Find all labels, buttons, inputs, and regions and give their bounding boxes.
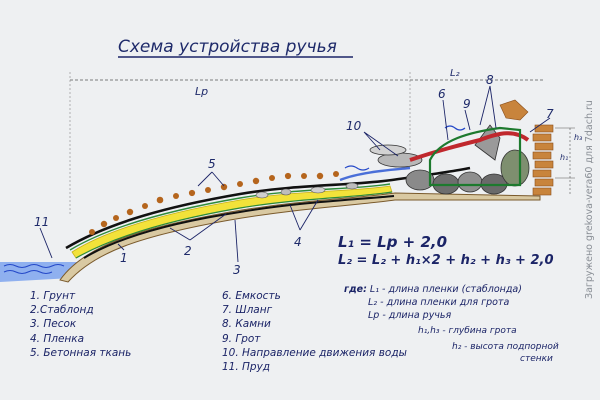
retaining-wall-bricks (532, 124, 554, 196)
definition-h2a: h₂ - высота подпорной (452, 342, 559, 352)
l2-label: L₂ (450, 68, 460, 79)
callout-10: 10 (346, 119, 362, 133)
stones-small (255, 182, 359, 199)
definition-lp: Lр - длина ручья (368, 310, 452, 321)
tank-outline (428, 126, 522, 187)
legend-item-ground: 1. Грунт (30, 290, 76, 302)
callout-11: 11 (34, 215, 49, 229)
formula-l1: L₁ = Lр + 2,0 (338, 233, 448, 251)
legend-item-grotto: 9. Грот (222, 332, 261, 345)
leader-lines (39, 85, 551, 263)
legend-item-film: 4. Пленка (30, 332, 85, 345)
film-layer-lower (83, 195, 395, 259)
callout-6: 6 (438, 87, 446, 101)
flow-wave (344, 165, 370, 171)
stablond-bottom (75, 191, 393, 259)
pond-wave (3, 264, 65, 268)
hose (409, 131, 530, 162)
top-brick (499, 99, 529, 121)
grotto-stones (369, 124, 530, 195)
legend-item-hose: 7. Шланг (222, 304, 273, 317)
legend-item-tank: 6. Емкость (222, 290, 281, 302)
callout-7: 7 (546, 107, 554, 121)
legend-right: 6. Емкость 7. Шланг 8. Камни 9. Грот 10.… (222, 290, 407, 375)
callout-8: 8 (486, 73, 494, 87)
h3-label: h₃ (574, 133, 582, 142)
soil-crumbs (89, 171, 339, 235)
watermark: Загружено grekova-vera60 для 7dach.ru (584, 100, 595, 300)
diagram-title: Схема устройства ручья (118, 37, 337, 57)
callout-4: 4 (294, 235, 302, 249)
legend-item-flow-direction: 10. Направление движения воды (222, 346, 407, 359)
callout-9: 9 (463, 97, 471, 111)
ground-soil (59, 192, 541, 283)
definitions: где: L₁ - длина пленки (стаблонда) L₂ - … (344, 283, 522, 322)
definition-l2: L₂ - длина пленки для грота (368, 297, 510, 308)
stream-water (339, 166, 411, 182)
legend-item-stones: 8. Камни (222, 318, 271, 331)
definition-h2b: стенки (520, 354, 553, 364)
callout-3: 3 (233, 263, 241, 277)
definition-l1: L₁ - длина пленки (стаблонда) (369, 284, 522, 295)
callout-1: 1 (120, 251, 128, 265)
legend-left: 1. Грунт 2.Стаблонд 3. Песок 4. Пленка 5… (30, 290, 131, 361)
definition-h1h3: h₁,h₃ - глубина грота (418, 326, 517, 336)
legend-item-sand: 3. Песок (30, 318, 77, 331)
callout-5: 5 (208, 157, 216, 171)
lp-label: Lр (195, 85, 208, 98)
definition-where: где: (344, 284, 367, 295)
legend-item-stablond: 2.Стаблонд (30, 304, 94, 317)
tank-water (444, 125, 466, 131)
formula-l2: L₂ = L₂ + h₁×2 + h₂ + h₃ + 2,0 (338, 253, 554, 268)
legend-item-pond: 11. Пруд (222, 360, 271, 373)
h1-label: h₁ (560, 153, 568, 162)
pond-wave (3, 270, 53, 274)
legend-item-concrete-cloth: 5. Бетонная ткань (30, 346, 132, 359)
callout-2: 2 (184, 244, 192, 258)
